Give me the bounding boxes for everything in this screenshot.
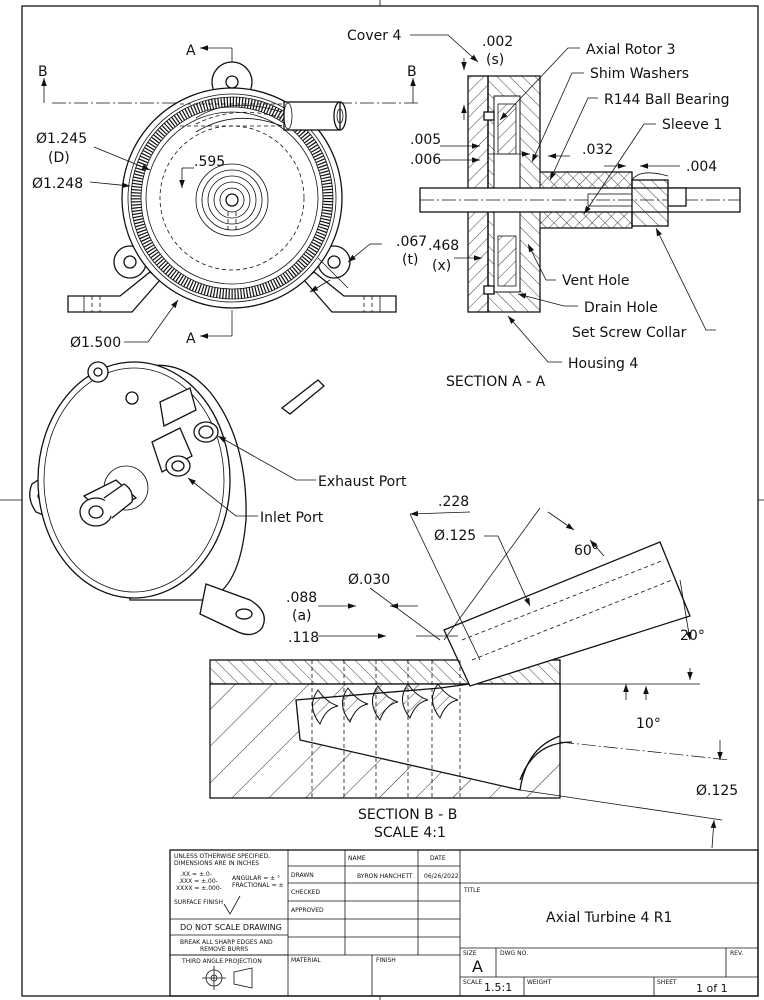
tb-break-edges-2: REMOVE BURRS bbox=[200, 946, 248, 953]
tb-approved-label: APPROVED bbox=[291, 907, 324, 914]
tb-surface-finish: SURFACE FINISH bbox=[174, 899, 223, 906]
tb-drawn-date: 06/26/2022 bbox=[424, 873, 459, 880]
tb-do-not-scale: DO NOT SCALE DRAWING bbox=[180, 923, 282, 932]
callout-housing: Housing 4 bbox=[568, 356, 638, 372]
dim-exit-diameter: Ø.125 bbox=[696, 783, 738, 799]
title-block bbox=[169, 849, 759, 997]
front-view bbox=[41, 45, 420, 343]
callout-cover: Cover 4 bbox=[347, 28, 401, 44]
tb-note-2: DIMENSIONS ARE IN INCHES bbox=[174, 860, 259, 867]
tb-weight-label: WEIGHT bbox=[527, 979, 552, 986]
callout-drain-hole: Drain Hole bbox=[584, 300, 658, 316]
dim-inlet-diameter: Ø.125 bbox=[434, 528, 476, 544]
dim-wall: .067 bbox=[396, 234, 427, 250]
section-aa-view bbox=[410, 34, 741, 363]
tb-material-label: MATERIAL bbox=[291, 957, 321, 964]
tb-break-edges-1: BREAK ALL SHARP EDGES AND bbox=[180, 939, 273, 946]
section-bb-view bbox=[209, 507, 731, 849]
callout-ball-bearing: R144 Ball Bearing bbox=[604, 92, 730, 108]
tb-drawn-label: DRAWN bbox=[291, 872, 314, 879]
callout-exhaust-port: Exhaust Port bbox=[318, 474, 407, 490]
dim-nozzle-diameter: Ø.030 bbox=[348, 572, 390, 588]
dim-wall-callout: (t) bbox=[402, 252, 418, 268]
tb-checked-label: CHECKED bbox=[291, 889, 320, 896]
tb-tol-fractional: FRACTIONAL = ± bbox=[232, 882, 284, 889]
tb-size-label: SIZE bbox=[463, 950, 477, 957]
cut-label-a-bottom: A bbox=[186, 331, 196, 347]
dim-shim-gap: .002 bbox=[482, 34, 513, 50]
dim-rotor-callout: (x) bbox=[432, 258, 451, 274]
dim-exit-angle: 10° bbox=[636, 716, 661, 732]
callout-inlet-port: Inlet Port bbox=[260, 510, 324, 526]
dim-clearance-b: .006 bbox=[410, 152, 441, 168]
isometric-view bbox=[29, 361, 325, 636]
tb-sheet: 1 of 1 bbox=[696, 982, 728, 995]
tb-note-1: UNLESS OTHERWISE SPECIFIED, bbox=[174, 853, 270, 860]
tb-sheet-label: SHEET bbox=[657, 979, 677, 986]
tb-scale: 1.5:1 bbox=[484, 981, 512, 994]
title-block-text: UNLESS OTHERWISE SPECIFIED, DIMENSIONS A… bbox=[174, 853, 743, 995]
tb-finish-label: FINISH bbox=[376, 957, 396, 964]
tb-date-header: DATE bbox=[430, 855, 446, 862]
callout-vent-hole: Vent Hole bbox=[562, 273, 630, 289]
dim-rotor-width: .468 bbox=[428, 238, 459, 254]
dim-tube-angle: 20° bbox=[680, 628, 705, 644]
dim-inlet-angle: 60° bbox=[574, 543, 599, 559]
dim-collar-gap: .004 bbox=[686, 159, 717, 175]
tb-dwg-no-label: DWG NO. bbox=[500, 950, 528, 957]
tb-scale-label: SCALE bbox=[463, 979, 482, 986]
section-bb-text: .228 Ø.125 60° Ø.030 .088 (a) .118 20° 1… bbox=[286, 494, 738, 841]
tb-title: Axial Turbine 4 R1 bbox=[546, 910, 672, 926]
tb-tol-angular: ANGULAR = ± ° bbox=[232, 875, 280, 882]
tb-tol-3place: .XXX = ±.00- bbox=[178, 878, 218, 885]
section-bb-scale: SCALE 4:1 bbox=[374, 825, 446, 841]
callout-shim-washers: Shim Washers bbox=[590, 66, 689, 82]
cut-label-b-left: B bbox=[38, 64, 48, 80]
dim-nozzle-offset-callout: (a) bbox=[292, 608, 312, 624]
dim-nozzle-position: .118 bbox=[288, 630, 319, 646]
cut-label-a-top: A bbox=[186, 43, 196, 59]
callout-sleeve: Sleeve 1 bbox=[662, 117, 722, 133]
dim-housing-diameter: Ø1.500 bbox=[70, 335, 121, 351]
dim-shim-callout: (s) bbox=[486, 52, 504, 68]
front-view-text: A A B B Ø1.245 (D) Ø1.248 .595 Ø1.500 .0… bbox=[32, 43, 427, 351]
callout-axial-rotor: Axial Rotor 3 bbox=[586, 42, 676, 58]
tb-tol-2place: .XX = ±.0- bbox=[180, 871, 212, 878]
tb-drawn-name: BYRON HANCHETT bbox=[357, 873, 413, 880]
dim-ring-diameter: Ø1.248 bbox=[32, 176, 83, 192]
section-bb-title: SECTION B - B bbox=[358, 807, 457, 823]
tb-rev-label: REV. bbox=[730, 950, 743, 957]
tb-projection: THIRD ANGLE PROJECTION bbox=[181, 958, 262, 965]
dim-clearance-a: .005 bbox=[410, 132, 441, 148]
tb-title-label: TITLE bbox=[463, 887, 480, 894]
cut-label-b-right: B bbox=[407, 64, 417, 80]
dim-offset: .595 bbox=[194, 154, 225, 170]
tb-name-header: NAME bbox=[348, 855, 366, 862]
blade-row bbox=[312, 683, 459, 726]
isometric-text: Exhaust Port Inlet Port bbox=[260, 474, 407, 526]
section-aa-title: SECTION A - A bbox=[446, 374, 546, 390]
section-aa-text: Cover 4 Axial Rotor 3 Shim Washers R144 … bbox=[347, 28, 730, 390]
tb-size: A bbox=[472, 957, 483, 976]
dim-nozzle-offset: .088 bbox=[286, 590, 317, 606]
callout-set-screw-collar: Set Screw Collar bbox=[572, 325, 687, 341]
tb-tol-4place: XXXX = ±.000- bbox=[176, 885, 222, 892]
dim-port-offset: .228 bbox=[438, 494, 469, 510]
dim-bore-callout: (D) bbox=[48, 150, 70, 166]
dim-bore-diameter: Ø1.245 bbox=[36, 131, 87, 147]
dim-bearing-gap: .032 bbox=[582, 142, 613, 158]
